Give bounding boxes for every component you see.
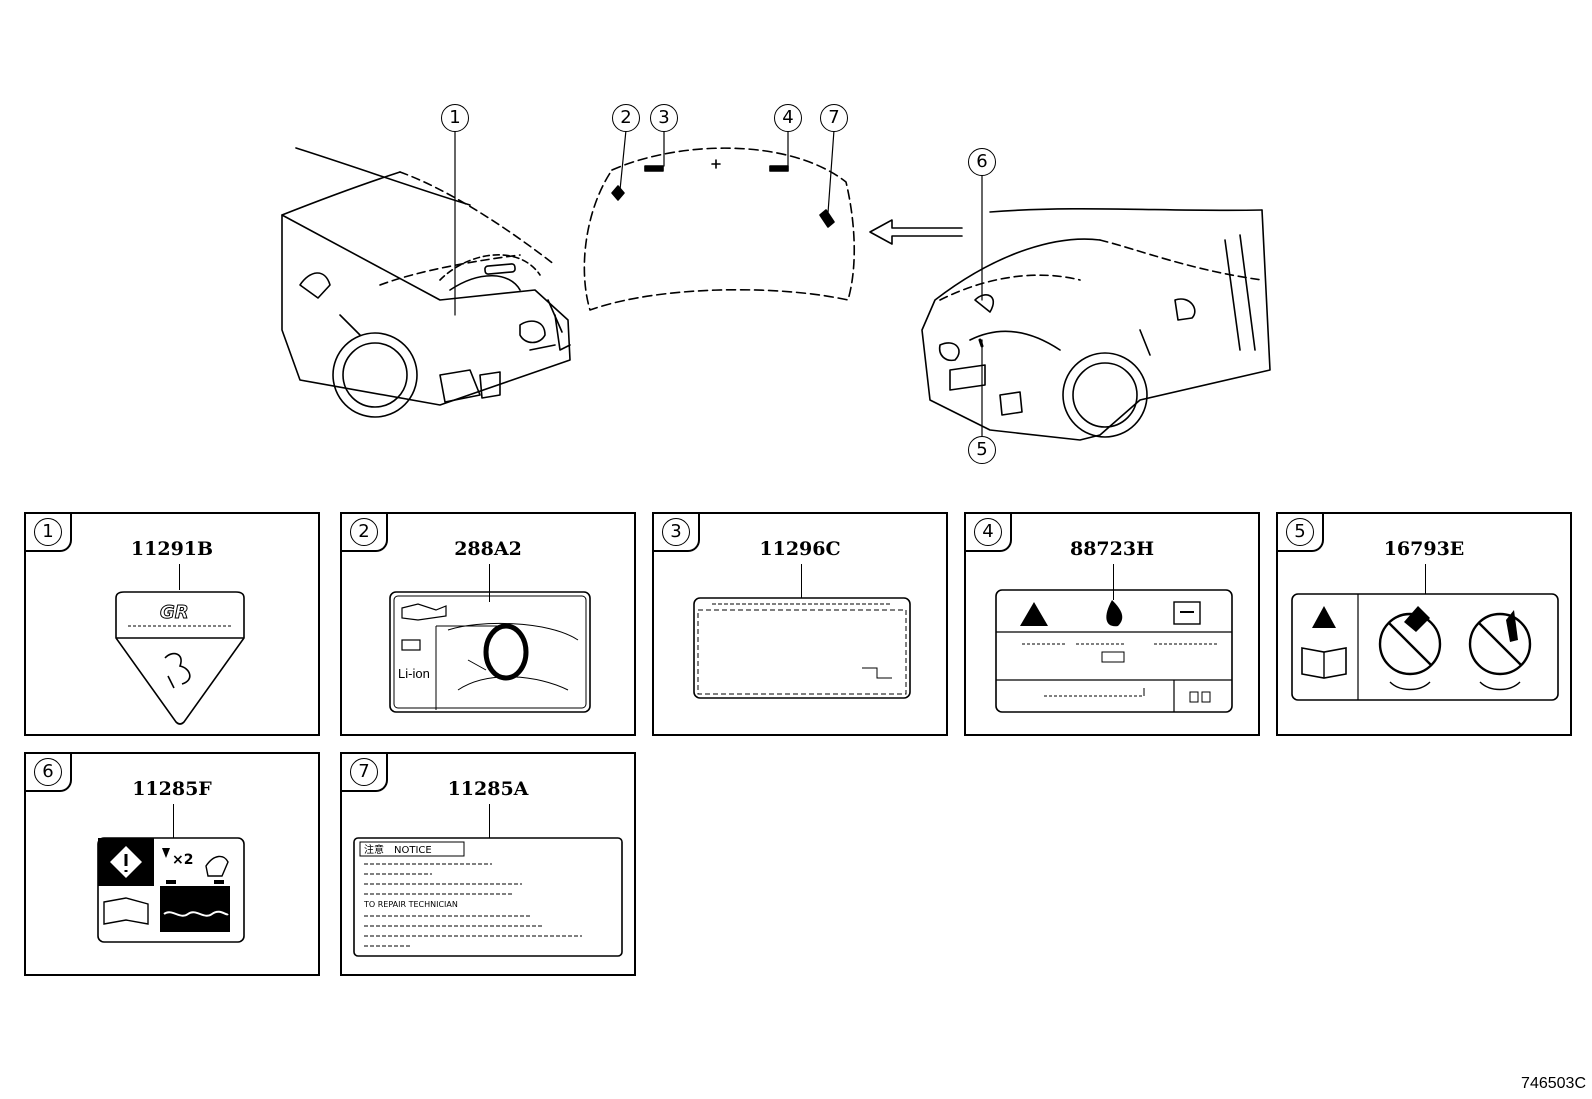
label-panel-2: 2 288A2 Li-ion: [340, 512, 636, 736]
panel-number: 7: [350, 758, 378, 786]
label-panel-4: 4 88723H: [964, 512, 1260, 736]
panel-tab: 3: [654, 514, 700, 552]
part-number: 11296C: [759, 538, 841, 560]
gr-logo-text: GR: [160, 602, 189, 623]
panel-number: 5: [1286, 518, 1314, 546]
right-vehicle: [921, 208, 1271, 441]
hood-outline: [583, 147, 963, 311]
panel-tab: 2: [342, 514, 388, 552]
panel-tab: 6: [26, 754, 72, 792]
coolant-caution-label: ×2: [97, 837, 245, 943]
panel-tab: 1: [26, 514, 72, 552]
vehicle-hood-illustration: [281, 129, 1271, 441]
fan-warning-label: [1291, 593, 1559, 701]
label-panel-3: 3 11296C: [652, 512, 948, 736]
panel-number: 4: [974, 518, 1002, 546]
battery-caution-label: [995, 589, 1233, 713]
panel-number: 1: [34, 518, 62, 546]
callout-4: 4: [774, 104, 802, 132]
panel-number: 2: [350, 518, 378, 546]
callout-3: 3: [650, 104, 678, 132]
callout-2: 2: [612, 104, 640, 132]
callout-5: 5: [968, 436, 996, 464]
part-number: 11291B: [130, 538, 214, 560]
part-number: 88723H: [1069, 538, 1155, 560]
label-panel-1: 1 11291B GR: [24, 512, 320, 736]
label-panel-6: 6 11285F ×2: [24, 752, 320, 976]
callout-leaders: [454, 129, 983, 437]
panel-tab: 7: [342, 754, 388, 792]
engine-service-label: [693, 597, 911, 699]
label-panel-5: 5 16793E: [1276, 512, 1572, 736]
gr-emblem-label: GR: [115, 591, 245, 725]
part-number: 16793E: [1383, 538, 1465, 560]
label-panel-7: 7 11285A 注意 NOTICE TO REPAIR TECHNICIAN: [340, 752, 636, 976]
part-number: 11285A: [447, 778, 529, 800]
battery-location-label: Li-ion: [389, 591, 591, 713]
panel-number: 3: [662, 518, 690, 546]
figure-code: 746503C: [1521, 1075, 1586, 1092]
repair-technician-text: TO REPAIR TECHNICIAN: [363, 900, 458, 909]
part-number: 11285F: [132, 778, 212, 800]
li-ion-text: Li-ion: [398, 666, 430, 681]
panel-tab: 5: [1278, 514, 1324, 552]
left-vehicle: [281, 147, 571, 418]
callout-6: 6: [968, 148, 996, 176]
callout-7: 7: [820, 104, 848, 132]
part-number: 288A2: [454, 538, 522, 560]
panel-number: 6: [34, 758, 62, 786]
notice-text: 注意 NOTICE: [364, 843, 432, 856]
panel-tab: 4: [966, 514, 1012, 552]
callout-1: 1: [441, 104, 469, 132]
times-two-text: ×2: [172, 852, 193, 868]
repair-notice-label: 注意 NOTICE TO REPAIR TECHNICIAN: [353, 837, 623, 957]
